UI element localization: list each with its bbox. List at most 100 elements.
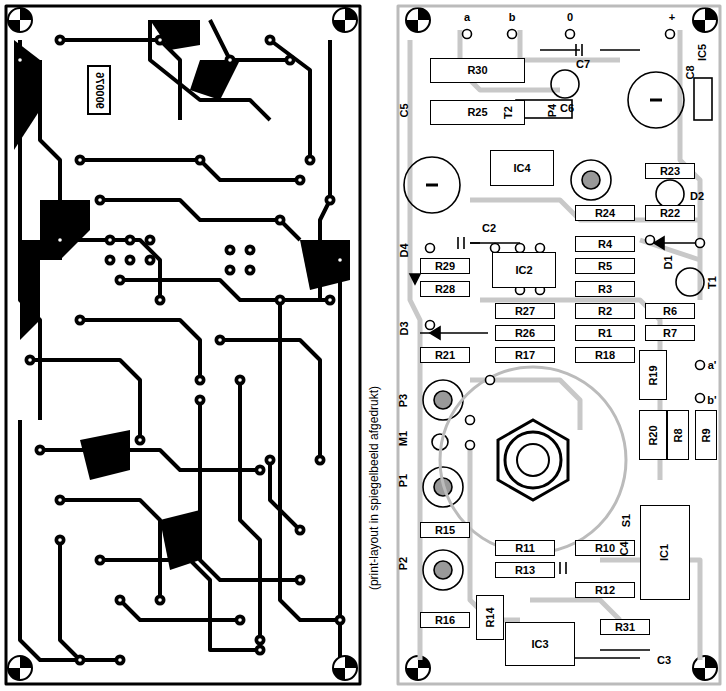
resistor-outline: R3	[575, 281, 635, 297]
part-name: C8	[685, 65, 696, 79]
part-name: IC3	[531, 639, 548, 650]
part-name: R16	[435, 615, 455, 626]
part-name: R6	[663, 306, 677, 317]
part-name: R8	[673, 428, 684, 442]
copper-planes	[14, 20, 350, 570]
part-name: R29	[435, 261, 455, 272]
part-name: R28	[435, 284, 455, 295]
resistor-outline: R17	[495, 347, 555, 363]
resistor-outline: R4	[575, 236, 635, 252]
resistor-outline: R18	[575, 347, 635, 363]
resistor-outline: R5	[575, 258, 635, 274]
part-name: R23	[660, 166, 680, 177]
component-pads	[426, 30, 705, 450]
resistor-outline: R21	[420, 347, 470, 363]
resistor-outline: R22	[645, 205, 695, 221]
part-name: D1	[663, 255, 674, 269]
part-name: R18	[595, 350, 615, 361]
part-name: D4	[399, 243, 410, 257]
resistor-outline: R31	[600, 619, 650, 635]
part-name: R25	[467, 107, 487, 118]
resistor-outline: R30	[430, 58, 525, 83]
resistor-outline: R11	[495, 540, 555, 556]
component-outlines	[404, 44, 712, 658]
part-name: M1	[399, 430, 410, 445]
part-name: P4	[548, 103, 559, 116]
part-name: R17	[515, 350, 535, 361]
resistor-outline: R6	[645, 303, 695, 319]
part-name: R15	[435, 525, 455, 536]
part-name: +	[669, 12, 675, 23]
resistor-outline: R16	[420, 612, 470, 628]
layout-note: (print-layout in spiegelbeeld afgedrukt)	[368, 386, 380, 590]
resistor-outline: R23	[645, 163, 695, 179]
part-name: R24	[595, 208, 615, 219]
resistor-outline: R12	[575, 582, 635, 598]
part-name: b'	[707, 395, 716, 406]
resistor-outline: R15	[420, 522, 470, 538]
part-name: C7	[576, 59, 590, 70]
resistor-outline: R13	[495, 562, 555, 578]
part-name: C6	[560, 103, 574, 114]
part-name: C4	[619, 541, 630, 555]
part-name: R1	[598, 328, 612, 339]
resistor-outline: R1	[575, 325, 635, 341]
part-name: T2	[503, 106, 514, 119]
part-name: R3	[598, 284, 612, 295]
part-name: P1	[399, 473, 410, 486]
part-name: R21	[435, 350, 455, 361]
resistor-outline: R7	[645, 325, 695, 341]
part-name: R10	[595, 543, 615, 554]
part-name: R14	[485, 607, 496, 627]
part-name: R19	[648, 365, 659, 385]
part-name: D3	[399, 321, 410, 335]
part-name: R12	[595, 585, 615, 596]
part-name: 0	[567, 12, 573, 23]
part-name: R13	[515, 565, 535, 576]
part-name: D2	[690, 191, 704, 202]
resistor-outline: R28	[420, 281, 470, 297]
part-name: R11	[515, 543, 535, 554]
resistor-outline: R27	[495, 303, 555, 319]
solder-pads	[15, 35, 346, 666]
part-name: IC4	[513, 163, 530, 174]
ic-outline: IC3	[505, 622, 575, 666]
ghost-tracks	[398, 6, 720, 684]
ic-outline: IC2	[492, 252, 556, 288]
ic-outline: IC1	[640, 505, 690, 600]
part-name: R27	[515, 306, 535, 317]
resistor-outline: R24	[575, 205, 635, 221]
ic-outline: IC4	[490, 150, 554, 186]
part-name: R22	[660, 208, 680, 219]
part-name: P3	[399, 393, 410, 406]
part-name: R30	[467, 65, 487, 76]
resistor-outline: R2	[575, 303, 635, 319]
copper-tracks	[6, 6, 360, 684]
part-name: IC2	[515, 265, 532, 276]
board-number: 900076	[94, 72, 105, 109]
part-name: R5	[598, 261, 612, 272]
resistor-outline: R29	[420, 258, 470, 274]
registration-marks	[8, 8, 717, 680]
part-name: P2	[399, 556, 410, 569]
resistor-outline: R8	[667, 410, 689, 460]
part-name: R31	[615, 622, 635, 633]
part-name: R9	[701, 428, 712, 442]
part-name: S1	[622, 513, 633, 526]
part-name: C2	[482, 223, 496, 234]
part-name: b	[509, 12, 516, 23]
part-name: IC5	[698, 43, 709, 60]
part-name: IC1	[660, 544, 671, 561]
part-name: a	[464, 12, 470, 23]
resistor-outline: R19	[639, 350, 667, 400]
part-name: R7	[663, 328, 677, 339]
part-name: C5	[399, 103, 410, 117]
part-name: T1	[707, 276, 718, 289]
resistor-outline: R14	[476, 595, 504, 640]
part-name: a'	[708, 360, 717, 371]
resistor-outline: R26	[495, 325, 555, 341]
resistor-outline: R20	[639, 410, 667, 460]
part-name: C3	[657, 655, 671, 666]
resistor-outline: R9	[695, 410, 717, 460]
part-name: R26	[515, 328, 535, 339]
